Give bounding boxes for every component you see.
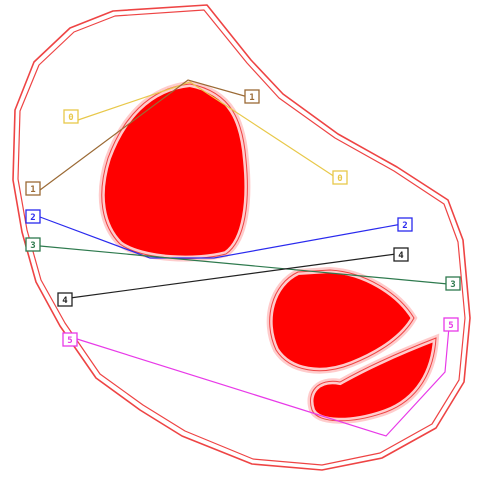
svg-text:5: 5 [67, 336, 72, 346]
tag-5: 5 [63, 333, 77, 346]
tag-1: 1 [26, 182, 40, 195]
svg-text:2: 2 [30, 213, 35, 223]
tag-2: 2 [26, 210, 40, 223]
tag-2: 2 [398, 218, 412, 231]
region-upper [102, 84, 248, 259]
svg-text:3: 3 [30, 241, 35, 251]
svg-text:5: 5 [448, 321, 453, 331]
tag-4: 4 [58, 293, 72, 306]
svg-text:0: 0 [337, 174, 342, 184]
tag-0: 0 [64, 110, 78, 123]
tag-3: 3 [446, 277, 460, 290]
svg-text:1: 1 [249, 93, 254, 103]
svg-text:4: 4 [398, 251, 404, 261]
line-3 [40, 246, 448, 284]
tag-5: 5 [444, 318, 458, 331]
svg-text:4: 4 [62, 296, 68, 306]
tag-4: 4 [394, 248, 408, 261]
svg-text:1: 1 [30, 185, 35, 195]
tag-0: 0 [333, 171, 347, 184]
tag-1: 1 [245, 90, 259, 103]
svg-text:0: 0 [68, 113, 73, 123]
tag-3: 3 [26, 238, 40, 251]
svg-text:3: 3 [450, 280, 455, 290]
svg-text:2: 2 [402, 221, 407, 231]
